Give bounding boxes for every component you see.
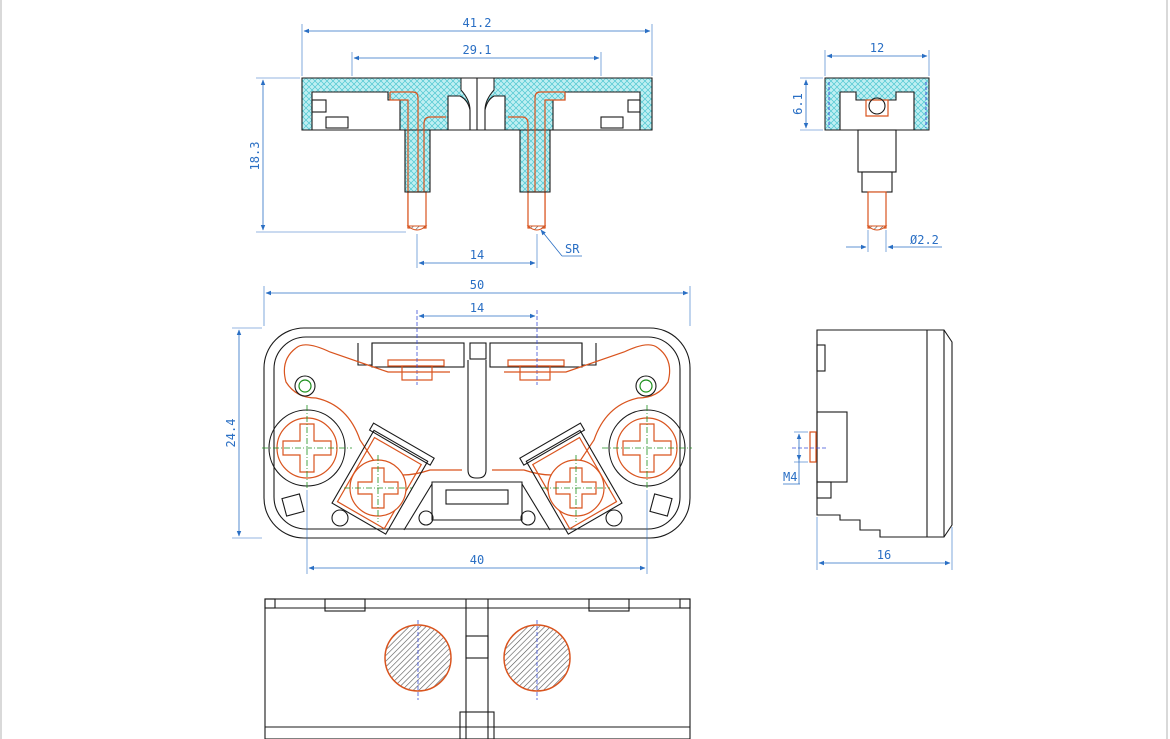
dim-top-height: 24.4: [224, 419, 238, 448]
dim-thread: M4: [783, 470, 797, 484]
note-sr: SR: [565, 242, 580, 256]
dim-front-overall-width: 41.2: [463, 16, 492, 30]
dim-side-height: 6.1: [791, 93, 805, 115]
right-view: M4 16: [783, 329, 953, 570]
bottom-view: [264, 598, 691, 739]
dim-top-pitch: 14: [470, 301, 484, 315]
dim-pin-diameter: Ø2.2: [910, 233, 939, 247]
dim-depth: 16: [877, 548, 891, 562]
dim-pin-pitch: 14: [470, 248, 484, 262]
top-view: 50 14 24.4 40: [224, 278, 692, 574]
dim-front-height: 18.3: [248, 142, 262, 171]
front-section-view: 41.2 29.1 18.3 14 SR: [248, 16, 653, 268]
side-section-view: 12 6.1 Ø2.2: [791, 41, 942, 252]
dim-top-overall-width: 50: [470, 278, 484, 292]
dim-side-width: 12: [870, 41, 884, 55]
dim-front-inner-width: 29.1: [463, 43, 492, 57]
dim-hole-spacing: 40: [470, 553, 484, 567]
